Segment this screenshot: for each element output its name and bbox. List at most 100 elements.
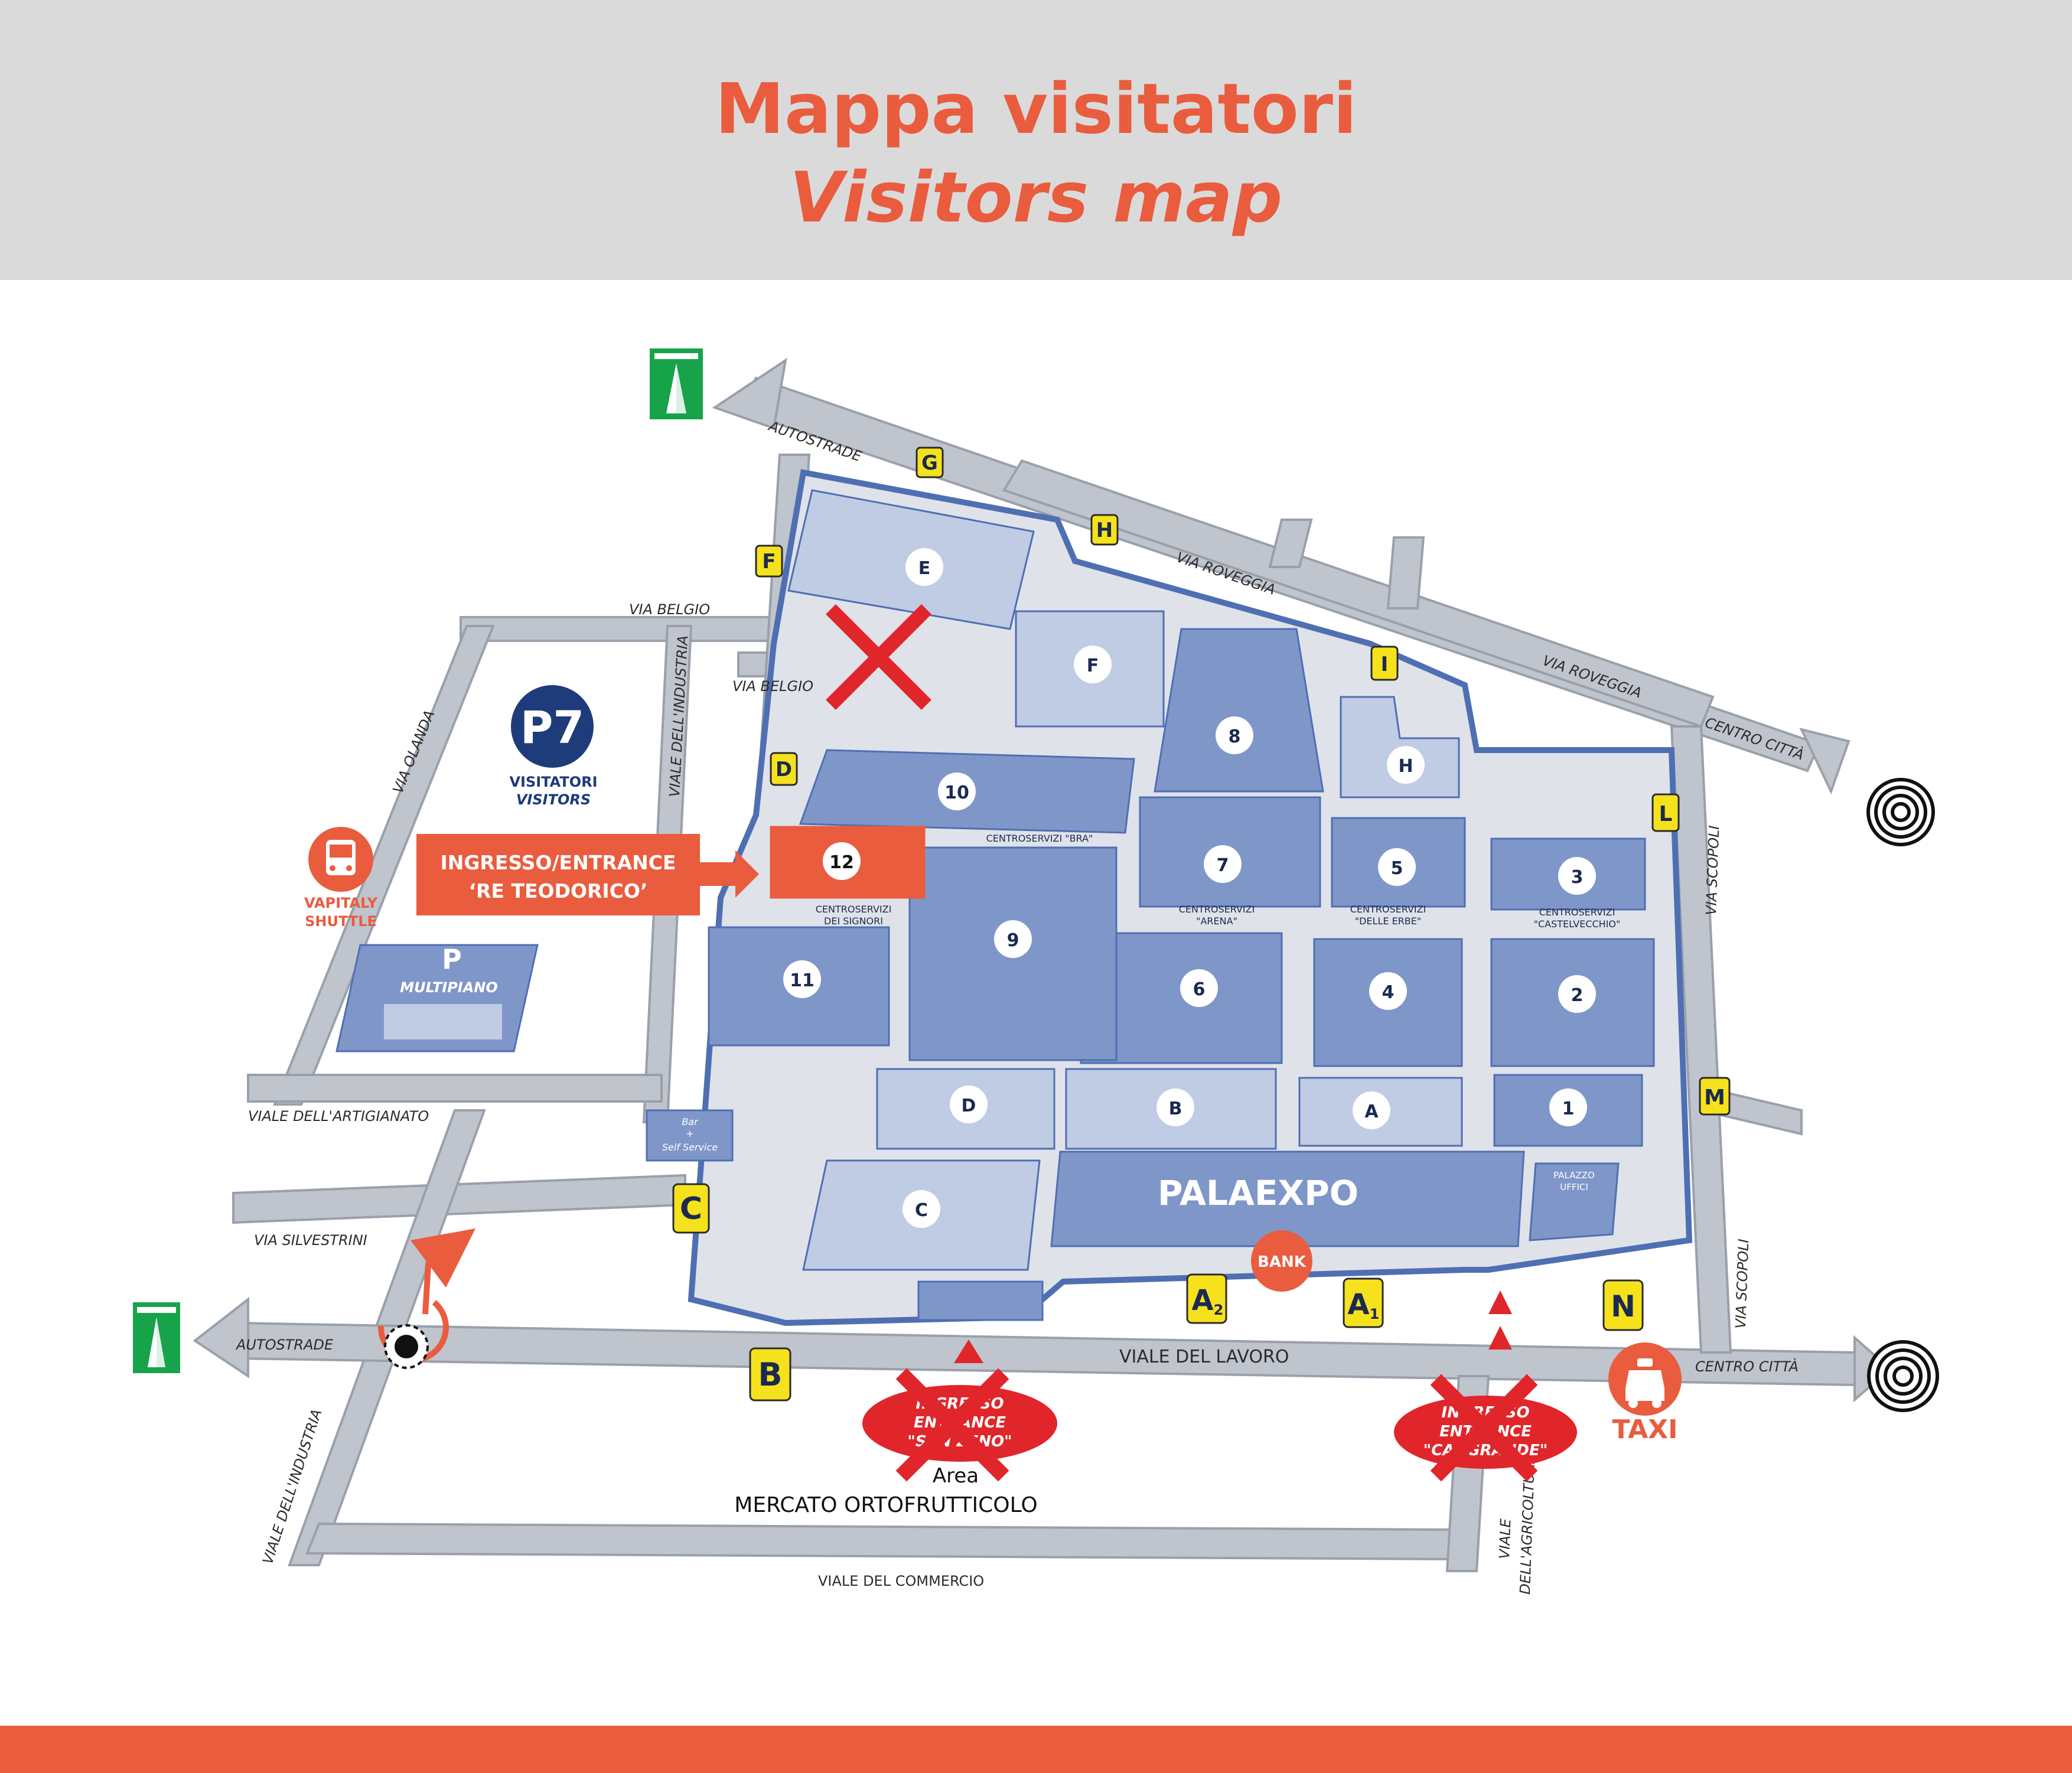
label-viale-commercio: VIALE DEL COMMERCIO	[818, 1573, 984, 1589]
bank-marker: BANK	[1251, 1230, 1312, 1292]
highway-sign-bottom	[133, 1302, 180, 1373]
gate-d: D	[776, 758, 792, 781]
gate-d-box	[770, 752, 798, 786]
road-via-olanda	[273, 625, 495, 1106]
label-viale-artigianato: VIALE DELL'ARTIGIANATO	[248, 1108, 429, 1125]
gate-i-box	[1370, 646, 1399, 681]
hall-d-label: D	[962, 1096, 976, 1116]
closed-x-icon	[1430, 1374, 1538, 1482]
closed-x-icon	[826, 604, 931, 710]
hall-a-label: A	[1364, 1101, 1379, 1122]
page-subtitle: Visitors map	[789, 157, 1283, 238]
palazzo-uffici-label-2: UFFICI	[1560, 1182, 1588, 1192]
hall-1-label: 1	[1562, 1099, 1575, 1119]
hall-8-label: 8	[1229, 726, 1241, 747]
gate-m-box	[1699, 1077, 1731, 1116]
centroservizi-arena-2: "ARENA"	[1196, 915, 1237, 927]
hall-b-label: B	[1169, 1099, 1182, 1119]
label-via-belgio-2: VIA BELGIO	[732, 678, 813, 695]
centroservizi-erbe-1: CENTROSERVIZI	[1350, 904, 1426, 915]
taxi-label: TAXI	[1612, 1415, 1678, 1445]
palaexpo-label: PALAEXPO	[1158, 1173, 1358, 1213]
hall-5-label: 5	[1391, 858, 1403, 879]
gate-i: I	[1381, 653, 1389, 676]
hall-12-label[interactable]: 12	[829, 852, 854, 873]
bar-label-2: +	[686, 1128, 693, 1139]
shuttle-marker: VAPITALY SHUTTLE	[304, 827, 378, 930]
gate-f: F	[762, 550, 776, 573]
arrow-autostrade-top	[712, 357, 787, 430]
centroservizi-arena-1: CENTROSERVIZI	[1179, 904, 1255, 915]
gate-n: N	[1611, 1289, 1636, 1324]
closed-entrance-san-zeno: INGRESSO ENTRANCE "SAN ZENO"	[862, 1339, 1057, 1482]
label-autostrade-bottom: AUTOSTRADE	[235, 1337, 334, 1353]
gate-a1-sub: 1	[1370, 1306, 1380, 1322]
centroservizi-erbe-2: "DELLE ERBE"	[1355, 915, 1421, 927]
arrow-centro-citta-top	[1799, 728, 1851, 795]
road-viale-commercio	[305, 1522, 1460, 1561]
gate-h-box	[1090, 514, 1119, 546]
parking-multipiano: P MULTIPIANO	[335, 943, 539, 1052]
hall-9-label: 9	[1007, 930, 1019, 951]
centroservizi-bra: CENTROSERVIZI "BRA"	[986, 833, 1093, 844]
hall-7-label: 7	[1217, 855, 1229, 876]
hall-7	[1139, 796, 1321, 908]
label-via-silvestrini: VIA SILVESTRINI	[254, 1232, 367, 1249]
gate-a2: A	[1191, 1284, 1213, 1317]
bar-label-3: Self Service	[662, 1142, 718, 1153]
centroservizi-signori-1: CENTROSERVIZI	[816, 904, 892, 915]
gate-c-box	[672, 1183, 710, 1234]
shuttle-label-1: VAPITALY	[304, 895, 378, 911]
label-viale-lavoro: VIALE DEL LAVORO	[1119, 1347, 1289, 1367]
gate-l-box	[1651, 793, 1680, 832]
gate-c: C	[680, 1191, 702, 1227]
bar-label-1: Bar	[682, 1116, 699, 1127]
halls	[646, 489, 1655, 1321]
hall-2-label: 2	[1571, 985, 1584, 1006]
visitors-label: VISITORS	[516, 791, 591, 808]
visitatori-label: VISITATORI	[509, 774, 597, 790]
gate-a2-box	[1186, 1273, 1227, 1324]
gate-a1-box	[1343, 1277, 1384, 1328]
bank-label: BANK	[1257, 1253, 1307, 1271]
hall-c-label: C	[915, 1200, 928, 1221]
palaexpo-building	[1050, 1151, 1525, 1247]
palazzo-uffici	[1529, 1162, 1620, 1241]
shuttle-label-2: SHUTTLE	[305, 913, 377, 930]
road-via-roveggia	[1002, 459, 1715, 728]
road-stub-2	[1386, 536, 1425, 610]
entrance-label-2: ‘RE TEODORICO’	[468, 879, 647, 902]
label-via-belgio-1: VIA BELGIO	[629, 601, 710, 618]
entrance-arrow	[700, 850, 759, 898]
label-via-scopoli-2: VIA SCOPOLI	[1732, 1239, 1752, 1329]
gates: G H I F D L M C B A 2 A 1 N	[672, 446, 1731, 1402]
gate-m: M	[1704, 1086, 1725, 1110]
gate-a2-sub: 2	[1214, 1302, 1224, 1318]
label-centro-citta-bottom: CENTRO CITTÀ	[1695, 1358, 1799, 1375]
gate-f-box	[755, 545, 783, 578]
service-center-labels: CENTROSERVIZI "BRA" CENTROSERVIZI DEI SI…	[816, 833, 1621, 930]
closed-x-icon	[895, 1368, 1009, 1482]
gatehouse	[917, 1280, 1044, 1321]
taxi-icon	[1625, 1370, 1664, 1401]
palazzo-uffici-label-1: PALAZZO	[1553, 1170, 1595, 1181]
centroservizi-castelvecchio-2: "CASTELVECCHIO"	[1534, 918, 1621, 930]
hall-10-label: 10	[944, 783, 969, 803]
header-banner: Mappa visitatori Visitors map	[0, 0, 2072, 280]
entrance-label-1: INGRESSO/ENTRANCE	[440, 851, 676, 874]
taxi-marker: TAXI	[1608, 1342, 1682, 1445]
hall-f-label: F	[1087, 656, 1099, 676]
hall-e-label: E	[918, 558, 931, 579]
city-centre-icon-bottom	[1867, 1340, 1939, 1412]
road-via-belgio-top	[460, 616, 781, 642]
label-viale-agricoltura-1: VIALE	[1496, 1518, 1514, 1559]
hall-4-label: 4	[1382, 982, 1395, 1003]
page-title: Mappa visitatori	[715, 68, 1357, 149]
entrance-re-teodorico[interactable]: INGRESSO/ENTRANCE ‘RE TEODORICO’	[416, 834, 759, 915]
p7-label: P7	[520, 701, 585, 754]
hall-h-label: H	[1398, 756, 1413, 777]
hall-3-label: 3	[1571, 867, 1584, 888]
road-via-scopoli	[1670, 725, 1732, 1354]
bar-building	[646, 1109, 734, 1162]
